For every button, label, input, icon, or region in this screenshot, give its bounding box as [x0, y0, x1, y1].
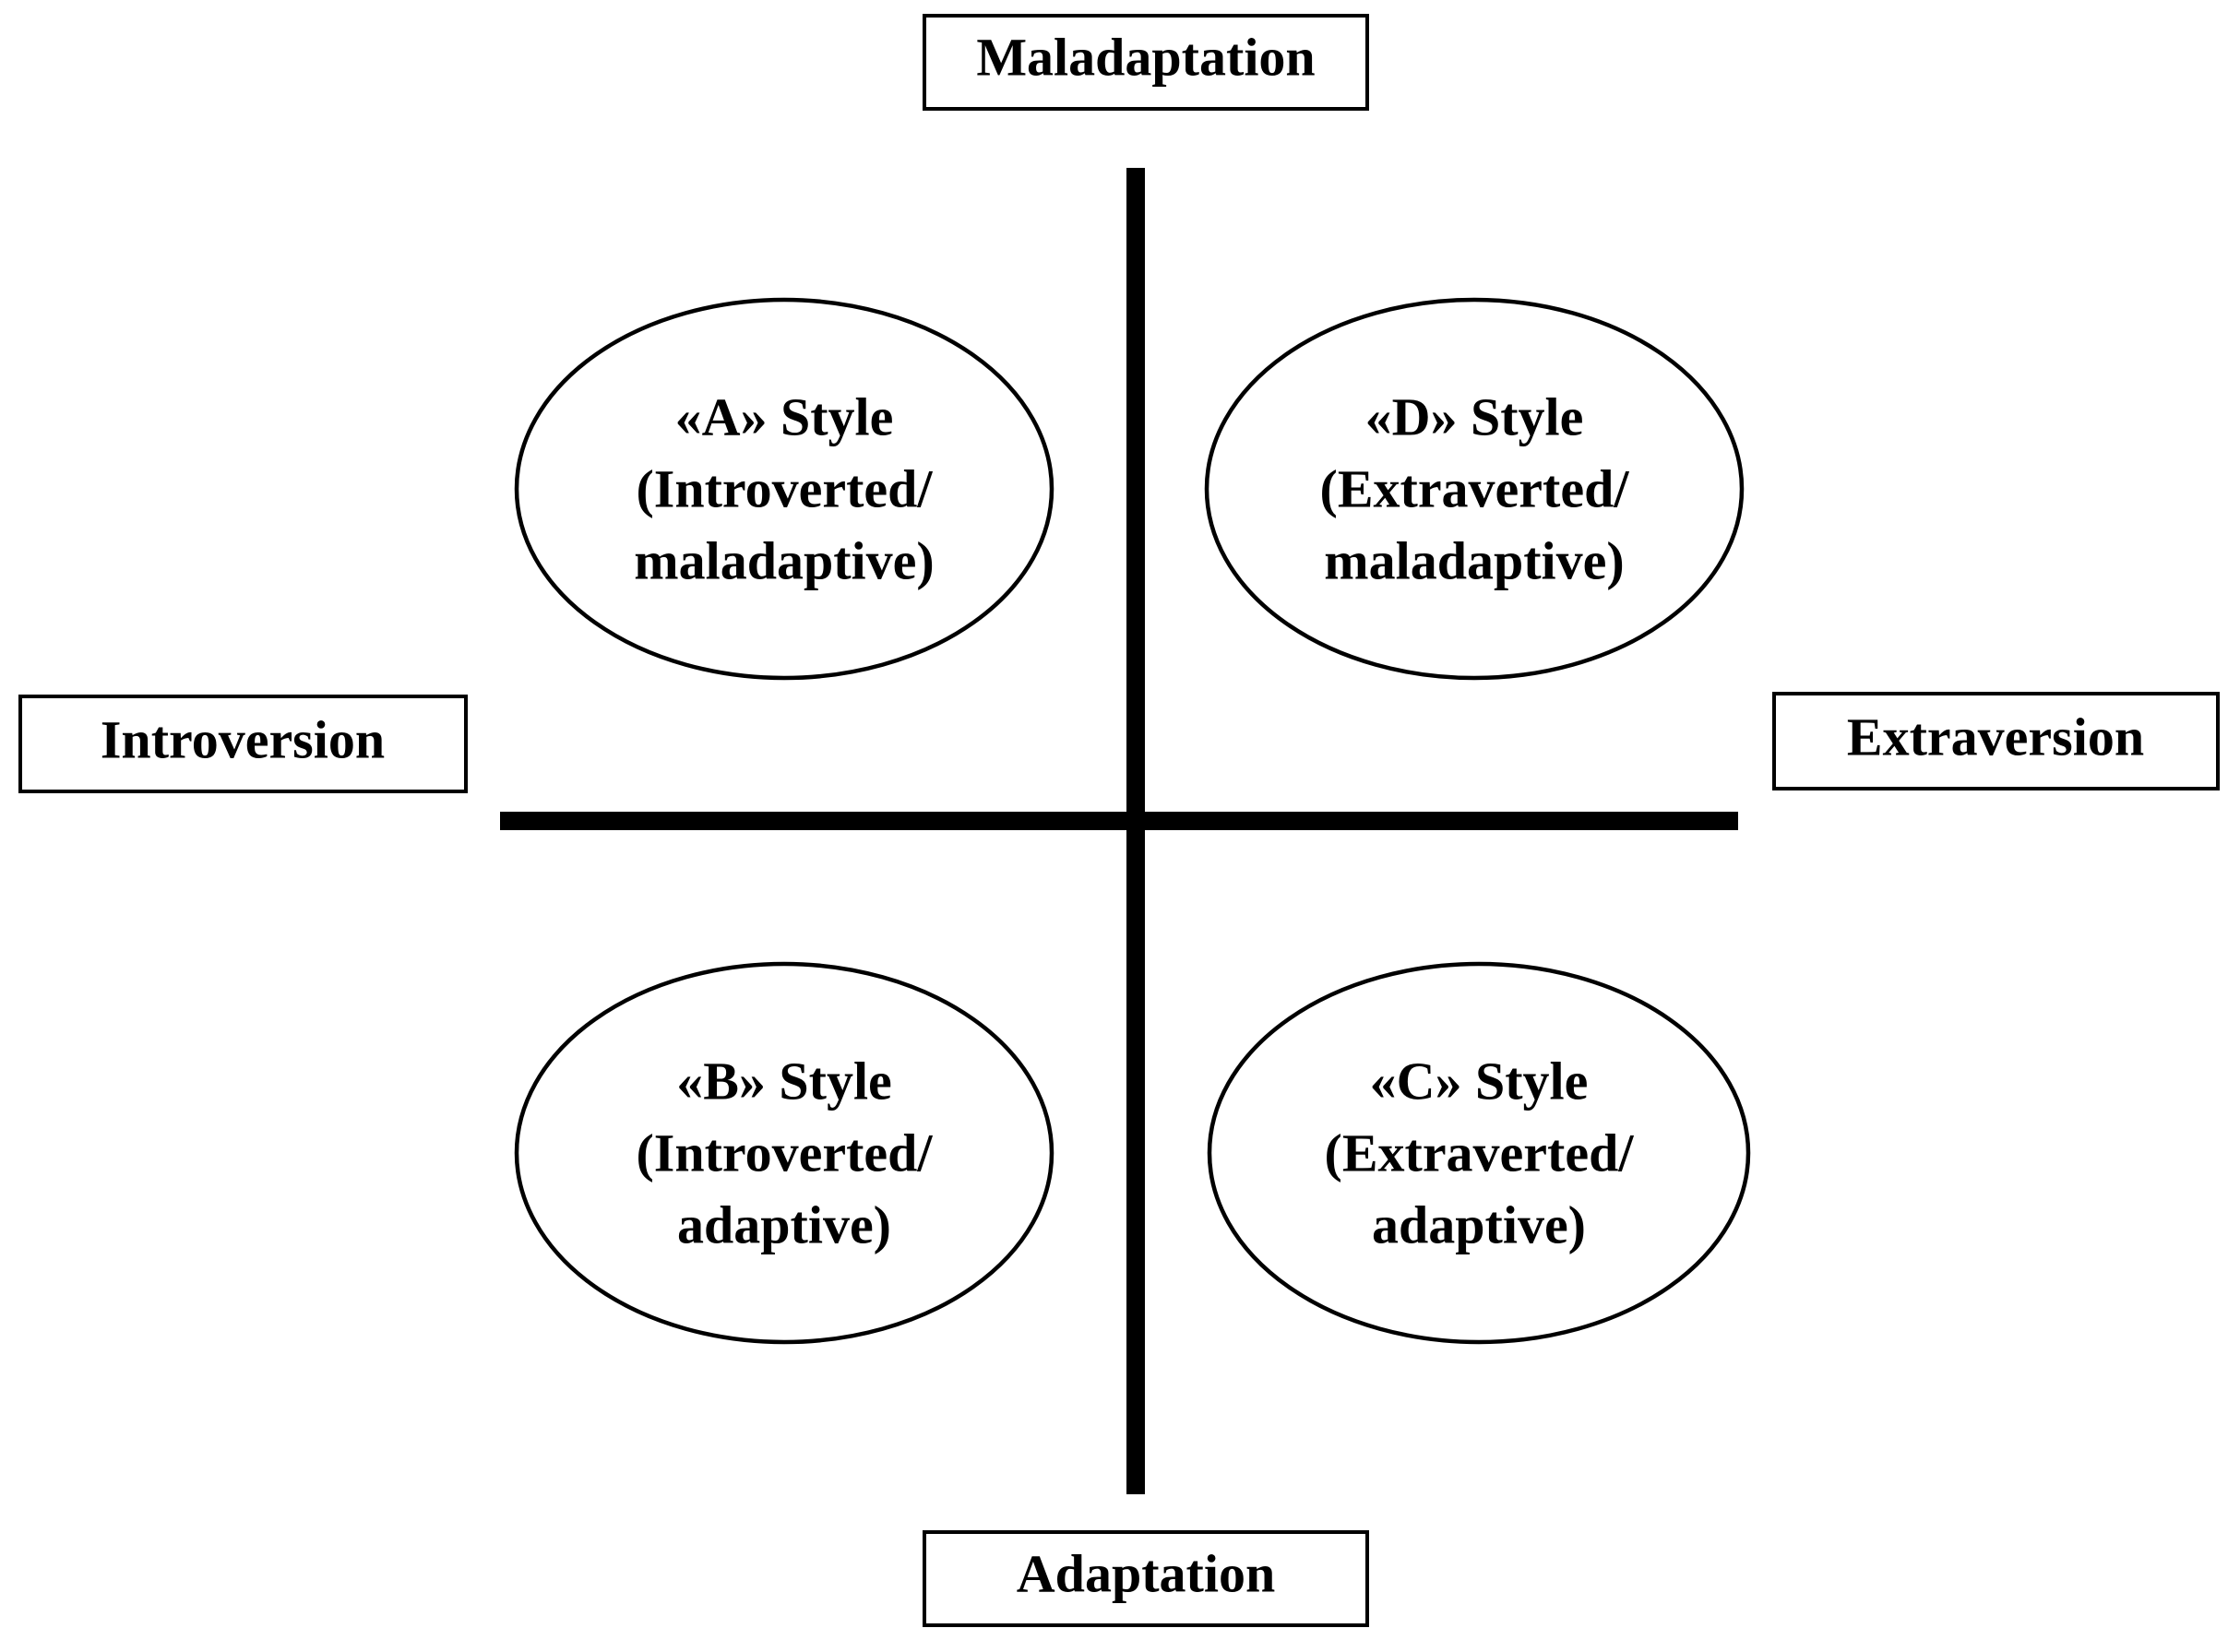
axis-label-box-bottom: Adaptation: [923, 1530, 1369, 1627]
quadrant-c-style: «C» Style (Extraverted/ adaptive): [1207, 961, 1751, 1345]
quadrant-d-line2: (Extraverted/: [1320, 458, 1630, 518]
quadrant-b-title: «B» Style: [676, 1051, 892, 1111]
axis-label-box-left: Introversion: [18, 695, 468, 793]
quadrant-a-style: «A» Style (Introverted/ maladaptive): [514, 297, 1054, 681]
quadrant-a-line2: (Introverted/: [636, 458, 933, 518]
quadrant-c-line2: (Extraverted/: [1325, 1123, 1635, 1183]
axis-label-right: Extraversion: [1847, 707, 2144, 767]
quadrant-a-title: «A» Style: [675, 386, 894, 446]
quadrant-b-line2: (Introverted/: [636, 1123, 933, 1183]
quadrant-a-line3: maladaptive): [634, 530, 934, 590]
quadrant-d-style: «D» Style (Extraverted/ maladaptive): [1204, 297, 1745, 681]
quadrant-d-line3: maladaptive): [1324, 530, 1624, 590]
quadrant-b-line3: adaptive): [677, 1194, 891, 1254]
quadrant-b-style: «B» Style (Introverted/ adaptive): [514, 961, 1054, 1345]
axis-label-top: Maladaptation: [976, 27, 1315, 87]
quadrant-c-line3: adaptive): [1372, 1194, 1586, 1254]
axis-label-left: Introversion: [101, 709, 385, 769]
axis-label-box-right: Extraversion: [1772, 692, 2220, 790]
quadrant-d-title: «D» Style: [1365, 386, 1584, 446]
axis-label-box-top: Maladaptation: [923, 14, 1369, 111]
axis-label-bottom: Adaptation: [1017, 1543, 1275, 1603]
quadrant-c-title: «C» Style: [1370, 1051, 1589, 1111]
